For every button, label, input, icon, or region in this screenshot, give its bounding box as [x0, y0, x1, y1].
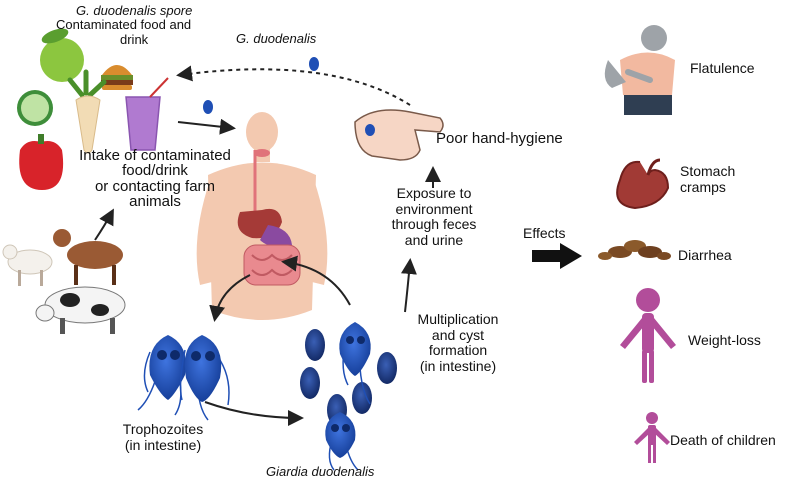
exposure-label: Exposure to environment through feces an…	[375, 185, 493, 249]
goat-icon	[53, 229, 123, 285]
flatulence-person-icon	[604, 25, 675, 115]
lamb-icon	[2, 244, 53, 286]
effect-stomach-line-2: cramps	[680, 178, 726, 195]
stomach-icon	[616, 158, 670, 210]
intake-label: Intake of contaminated food/drink or con…	[60, 148, 250, 210]
effects-label: Effects	[523, 225, 566, 241]
diarrhea-icon	[598, 240, 671, 260]
exposure-line-3: through feces	[391, 216, 477, 233]
multiplication-label: Multiplication and cyst formation (in in…	[396, 311, 520, 375]
effects-arrow	[532, 243, 582, 269]
effect-flatulence-label: Flatulence	[690, 60, 755, 76]
trophozoite-right	[179, 335, 230, 421]
drink-glass-icon	[125, 77, 169, 151]
human-body-figure	[196, 112, 328, 320]
trophozoite-center-top	[339, 322, 371, 405]
trophozoites-line-1: Trophozoites	[122, 421, 204, 437]
bell-pepper-icon	[19, 134, 64, 190]
effect-weight-loss-label: Weight-loss	[688, 332, 761, 348]
effect-stomach-line-1: Stomach	[680, 163, 736, 179]
arrow-top-label: G. duodenalis	[236, 31, 317, 46]
arrow-body-to-trophozoites	[209, 274, 251, 322]
giardia-duodenalis-label: Giardia duodenalis	[266, 464, 375, 479]
contaminated-food-label: Contaminated food and	[56, 17, 192, 32]
arrow-drink-to-body	[177, 118, 236, 135]
multiplication-line-1: Multiplication	[417, 311, 499, 327]
burger-icon	[101, 65, 133, 90]
multiplication-line-2: and cyst	[431, 326, 485, 343]
arrow-cysts-to-body	[281, 255, 351, 306]
cucumber-icon	[17, 90, 53, 126]
intake-line-2: food/drink	[122, 162, 188, 180]
trophozoite-center-bottom	[325, 412, 359, 471]
arrow-animals-to-intake	[94, 208, 114, 241]
trophozoites-line-2: (in intestine)	[124, 436, 202, 453]
multiplication-line-3: formation	[428, 342, 488, 359]
arrow-cysts-to-exposure	[400, 258, 417, 313]
spore-dot-left	[203, 100, 213, 114]
hand-icon	[354, 109, 444, 161]
radish-icon	[67, 69, 107, 154]
effect-stomach-cramps-label: Stomach cramps	[680, 163, 736, 195]
spore-label: G. duodenalis spore	[76, 3, 193, 18]
hand-hygiene-label: Poor hand-hygiene	[436, 130, 563, 147]
dashed-arrow-to-food	[176, 65, 411, 106]
effect-diarrhea-label: Diarrhea	[678, 247, 732, 263]
intake-line-3: or contacting farm	[94, 177, 216, 195]
thin-person-icon	[620, 288, 676, 383]
trophozoites-label: Trophozoites (in intestine)	[98, 421, 228, 453]
cow-icon	[35, 286, 126, 334]
exposure-line-4: and urine	[404, 232, 464, 249]
guava-icon	[40, 28, 84, 82]
multiplication-line-4: (in intestine)	[419, 358, 497, 375]
drink-label: drink	[120, 32, 149, 47]
exposure-line-2: environment	[395, 200, 473, 217]
intake-line-1: Intake of contaminated	[79, 147, 231, 164]
effect-death-of-children-label: Death of children	[670, 432, 776, 448]
intake-line-4: animals	[129, 193, 181, 211]
trophozoite-left	[137, 335, 186, 416]
child-icon	[634, 412, 670, 463]
spore-dot-top	[309, 57, 319, 71]
exposure-line-1: Exposure to	[396, 185, 472, 201]
arrow-trophozoites-to-cysts	[204, 401, 304, 426]
